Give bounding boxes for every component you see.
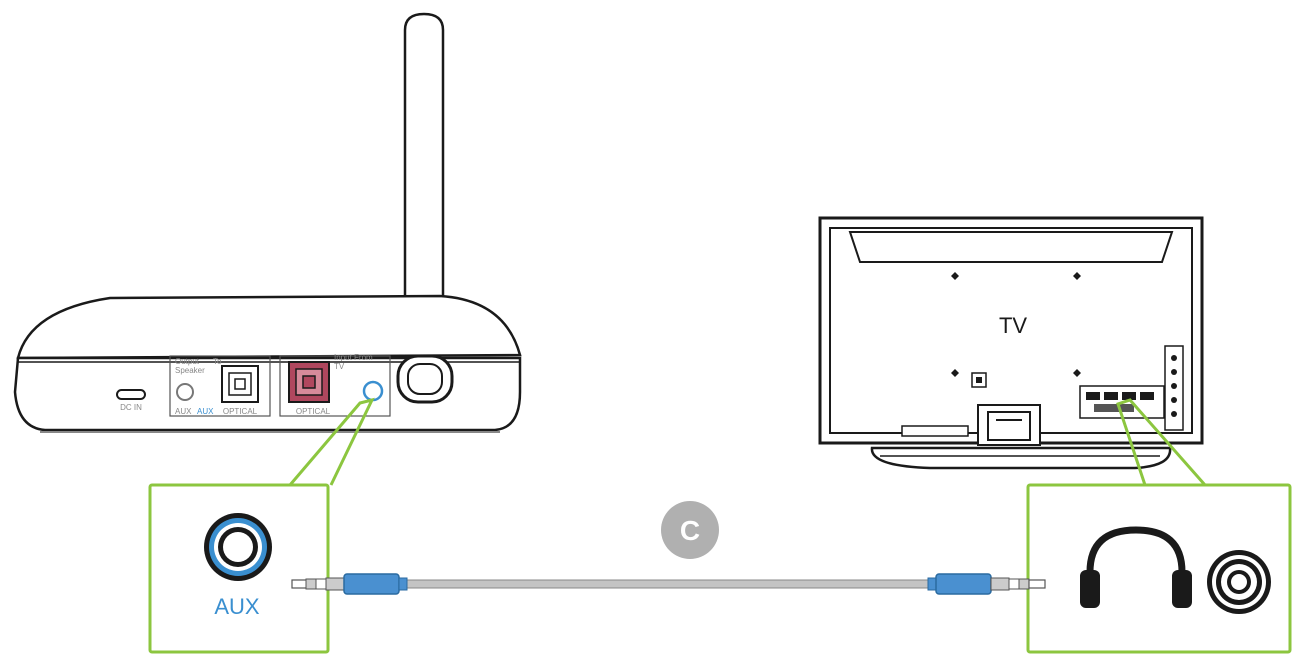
step-badge-letter: C [680, 515, 700, 546]
callout-box-left: AUX [148, 483, 330, 654]
tv-label: TV [999, 313, 1027, 338]
callout-box-right [1026, 483, 1292, 654]
cable-plug-right [927, 573, 1046, 595]
output-aux-jack [176, 383, 194, 401]
to-label: To [213, 357, 222, 366]
output-label-line1: Output [175, 357, 200, 366]
step-badge-c: C [661, 501, 719, 559]
input-label-line2: TV [334, 362, 345, 371]
tv-side-ports [1164, 345, 1184, 431]
rca-jack-icon [1207, 550, 1271, 614]
optical-in-port [288, 361, 330, 403]
aux-callout-label: AUX [214, 594, 260, 619]
optical-out-label: OPTICAL [223, 407, 258, 416]
callout-leader-right [1116, 398, 1207, 486]
dc-in-label: DC IN [120, 403, 142, 412]
tv-stand [870, 404, 1172, 470]
dc-in-port [116, 389, 146, 400]
aux-cable [291, 573, 1046, 595]
input-label-line1: Input From [334, 353, 373, 362]
tv-mount-holes [951, 272, 1081, 377]
input-aux-jack [362, 380, 384, 402]
aux-port-icon [204, 513, 272, 581]
antenna-base [396, 354, 454, 404]
output-panel [169, 355, 271, 417]
optical-in-label: OPTICAL [296, 407, 331, 416]
output-label-line2: Speaker [175, 366, 205, 375]
antenna [403, 12, 445, 357]
aux-gray-label: AUX [175, 407, 192, 416]
transmitter-device: DC IN Output Speaker To AUX AUX OPTICAL … [13, 12, 522, 433]
tv-rear: TV [818, 216, 1204, 470]
callout-leader-left [288, 397, 375, 486]
optical-out-port [221, 365, 259, 403]
headphone-icon [1080, 526, 1192, 608]
aux-blue-label: AUX [197, 407, 214, 416]
cable-plug-left [291, 573, 408, 595]
input-panel [279, 355, 391, 417]
